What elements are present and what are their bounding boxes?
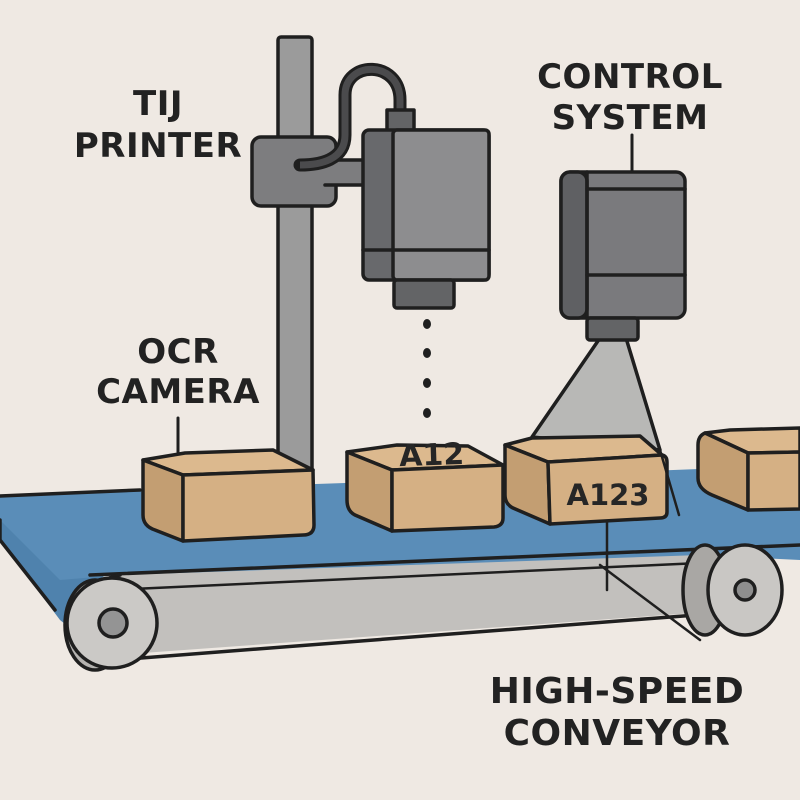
camera-light-cone [530, 336, 662, 452]
label-tij-printer-line1: TIJ [133, 84, 183, 124]
label-conveyor-line1: HIGH-SPEED [490, 671, 745, 712]
label-control-system-line1: CONTROL [537, 57, 723, 97]
tij-printer-head [361, 108, 491, 310]
belt-front-edge [88, 543, 800, 577]
label-control-system-line2: SYSTEM [552, 98, 709, 138]
box-2-code: A12 [399, 437, 465, 474]
right-roller-axle [733, 578, 757, 602]
box-4 [696, 426, 800, 512]
box-1 [141, 416, 316, 543]
box-2 [345, 443, 505, 533]
box-3 [503, 434, 681, 592]
label-tij-printer-line2: PRINTER [74, 126, 242, 166]
label-ocr-camera-line2: CAMERA [96, 372, 260, 412]
right-roller [681, 543, 784, 637]
label-ocr-camera-line1: OCR [137, 332, 219, 372]
belt-bottom-edge [113, 610, 737, 662]
belt-left-curve [0, 518, 57, 612]
camera-lens [585, 316, 640, 342]
printer-stand-pole [276, 35, 314, 499]
label-conveyor-line2: CONVEYOR [504, 713, 731, 754]
belt-return-diagonal [598, 563, 702, 642]
printer-stand-clamp [250, 135, 338, 208]
box-3-code: A123 [567, 478, 650, 512]
inspection-camera [559, 170, 687, 342]
left-roller [63, 576, 159, 672]
printer-nozzle [392, 278, 456, 310]
left-roller-axle [97, 607, 129, 639]
ink-drop-trail [423, 319, 431, 418]
camera-cone-right-edge [658, 448, 681, 517]
belt-top-edge [0, 488, 142, 498]
